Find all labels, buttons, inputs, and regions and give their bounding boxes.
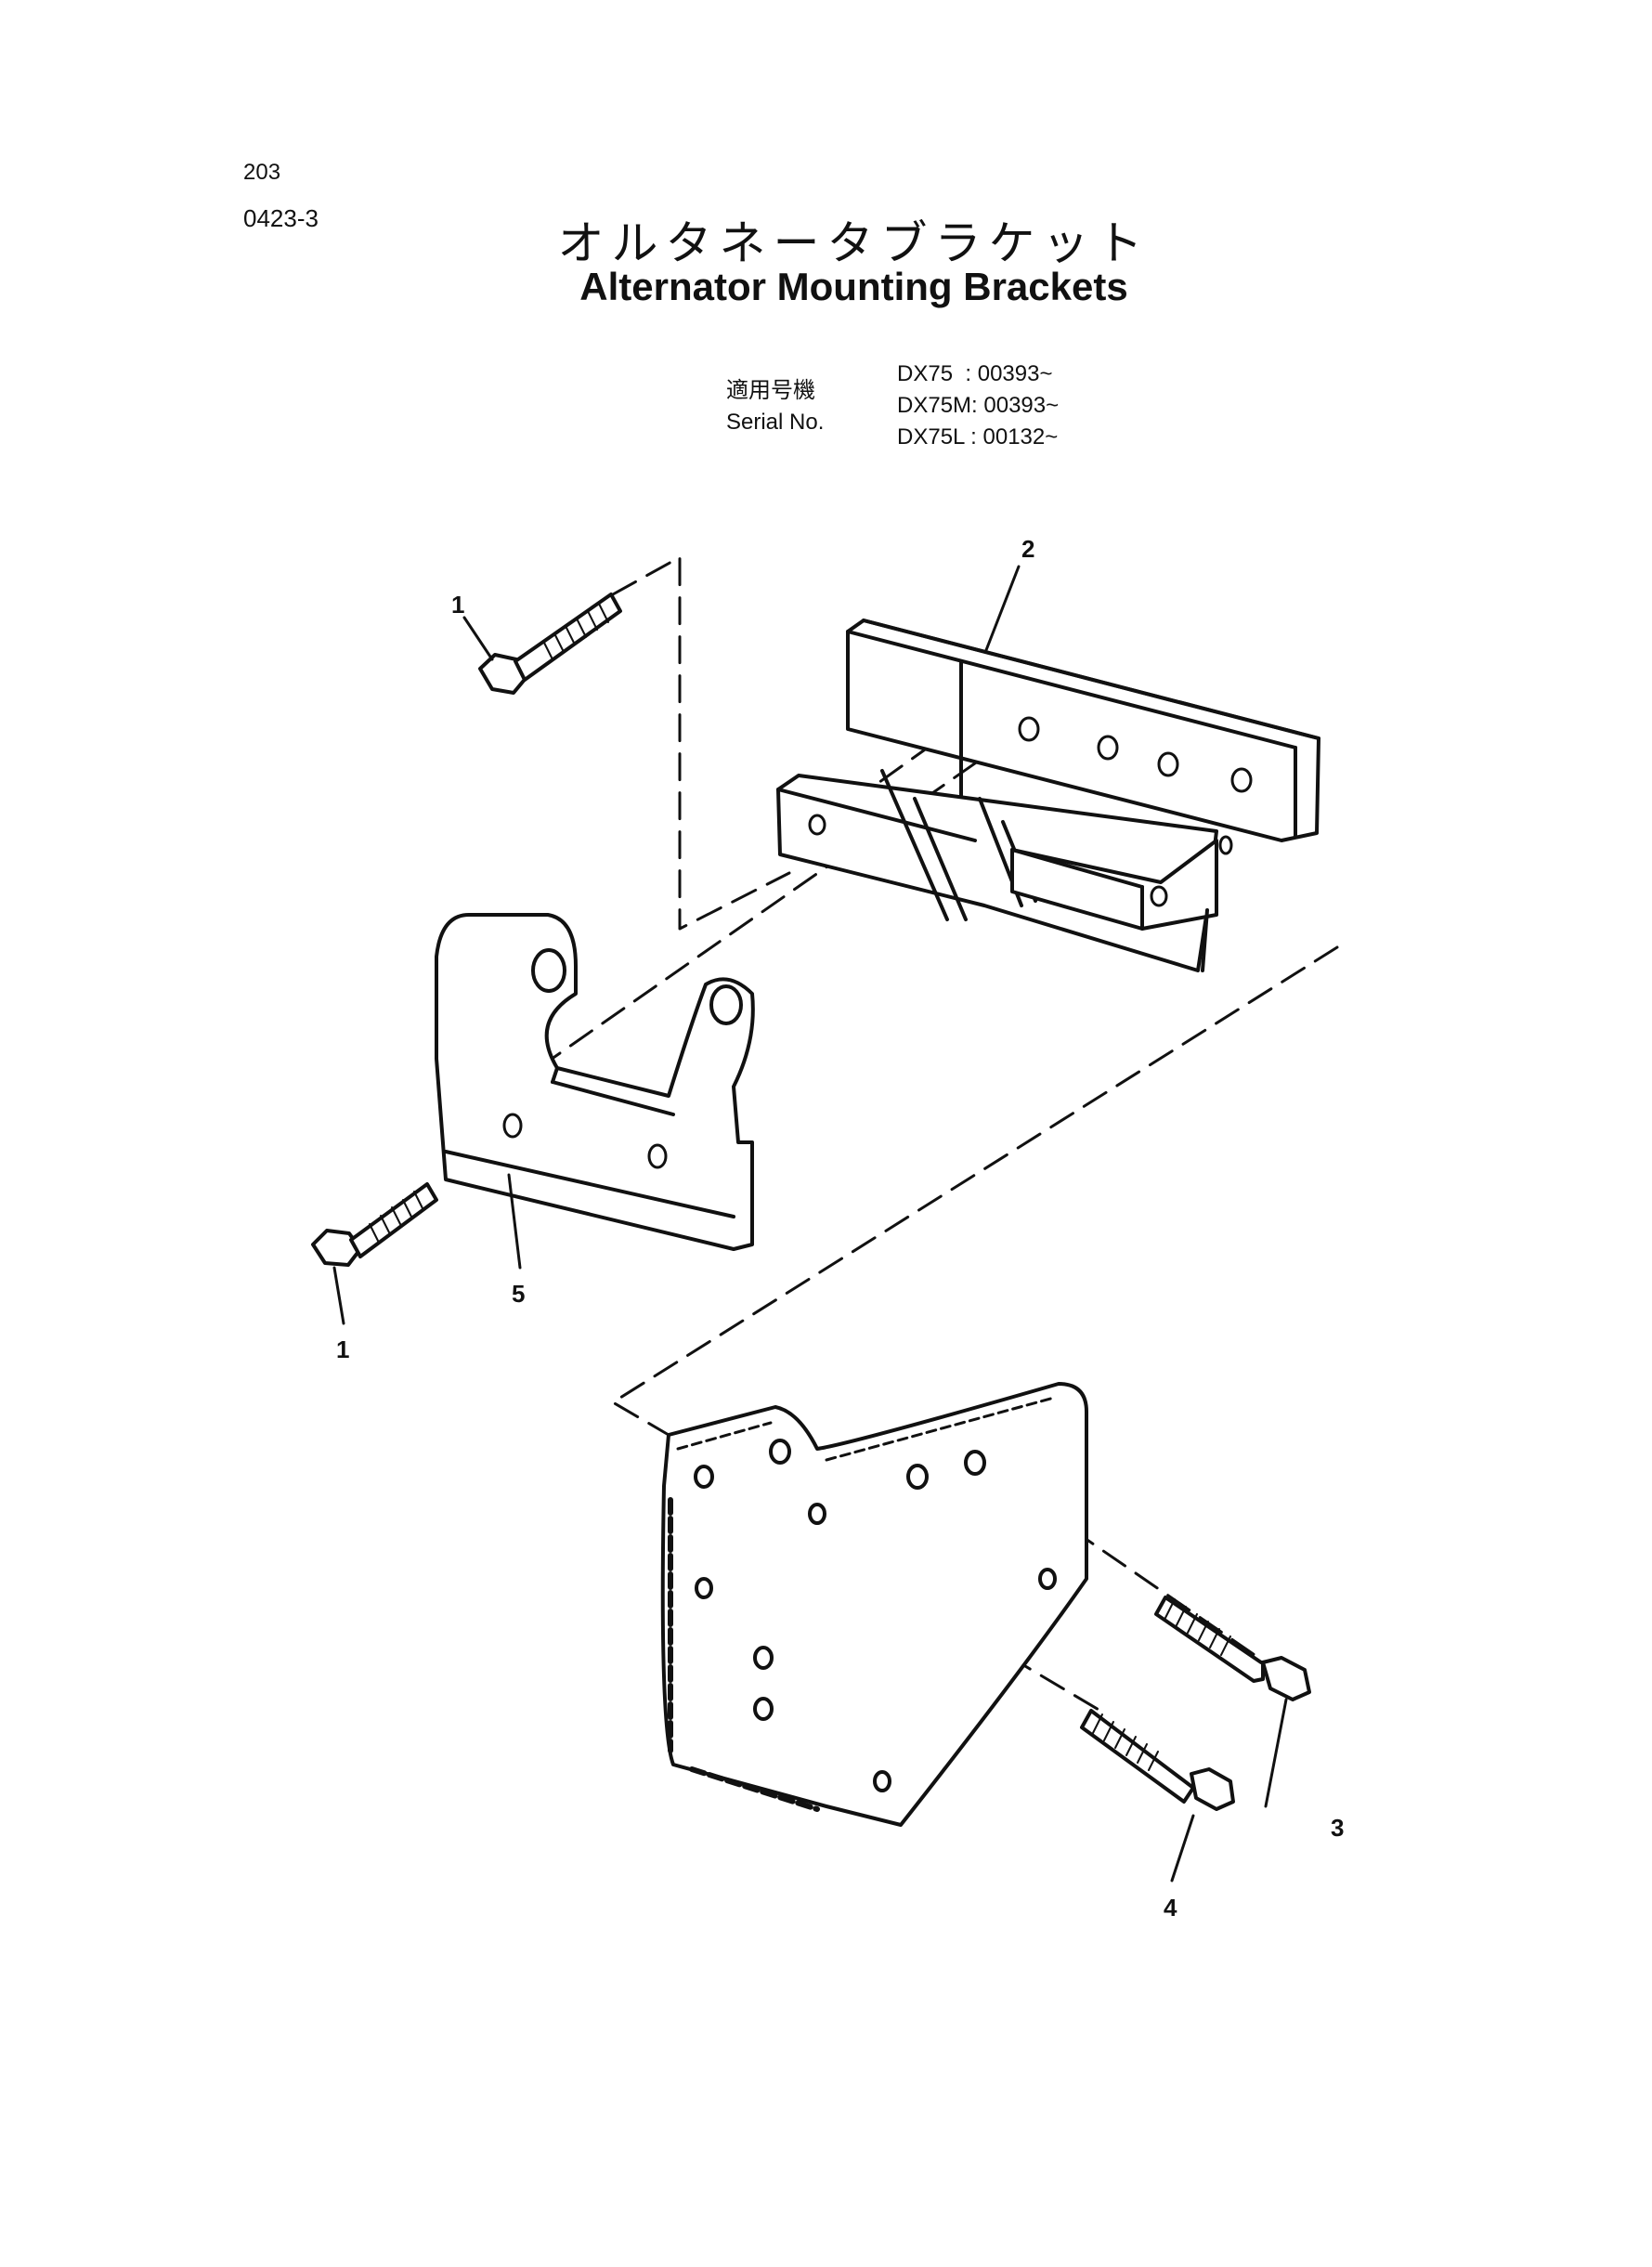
hole-icon bbox=[709, 984, 743, 1025]
serial-model: DX75M bbox=[897, 393, 972, 418]
leader-4 bbox=[1170, 1814, 1195, 1883]
serial-separator: : bbox=[964, 424, 983, 449]
bracket-part-5 bbox=[435, 913, 755, 1251]
serial-label-en: Serial No. bbox=[726, 410, 825, 435]
serial-label-jp: 適用号機 bbox=[726, 378, 815, 403]
bracket-part-2 bbox=[776, 619, 1320, 972]
hole-icon bbox=[531, 948, 566, 993]
section-code: 0423-3 bbox=[243, 204, 319, 232]
serial-row: DX75M: 00393~ bbox=[897, 390, 1059, 422]
bolt-part-1-upper bbox=[478, 593, 622, 695]
serial-from: 00132~ bbox=[982, 424, 1059, 449]
serial-from: 00393~ bbox=[983, 393, 1060, 418]
serial-row: DX75 : 00393~ bbox=[897, 358, 1059, 390]
serial-separator: : bbox=[971, 393, 984, 418]
serial-model: DX75 bbox=[897, 361, 954, 386]
title-japanese: オルタネータブラケット bbox=[557, 216, 1151, 270]
bolt-part-1-lower bbox=[311, 1182, 438, 1267]
leader-2 bbox=[984, 565, 1021, 652]
callout-4: 4 bbox=[1164, 1894, 1177, 1922]
callout-5: 5 bbox=[512, 1280, 525, 1308]
serial-from: 00393~ bbox=[977, 361, 1053, 386]
leader-5 bbox=[507, 1173, 522, 1270]
title-english: Alternator Mounting Brackets bbox=[579, 265, 1128, 308]
callout-1-upper: 1 bbox=[451, 591, 464, 619]
callout-2: 2 bbox=[1021, 535, 1034, 563]
callout-1-lower: 1 bbox=[336, 1335, 349, 1363]
serial-row: DX75L : 00132~ bbox=[897, 422, 1059, 453]
leader-3 bbox=[1264, 1698, 1288, 1808]
leader-1-lower bbox=[332, 1266, 345, 1325]
serial-label: 適用号機 Serial No. bbox=[726, 375, 824, 438]
bolt-part-4 bbox=[1080, 1709, 1235, 1811]
alternator-plate bbox=[660, 1382, 1088, 1827]
bolt-part-3 bbox=[1154, 1596, 1311, 1701]
serial-separator: : bbox=[953, 361, 978, 386]
serial-list: DX75 : 00393~ DX75M: 00393~ DX75L : 0013… bbox=[897, 358, 1059, 453]
page-number: 203 bbox=[243, 160, 281, 185]
serial-model: DX75L bbox=[897, 424, 965, 449]
leader-1-upper bbox=[462, 616, 494, 661]
callout-3: 3 bbox=[1331, 1814, 1344, 1842]
